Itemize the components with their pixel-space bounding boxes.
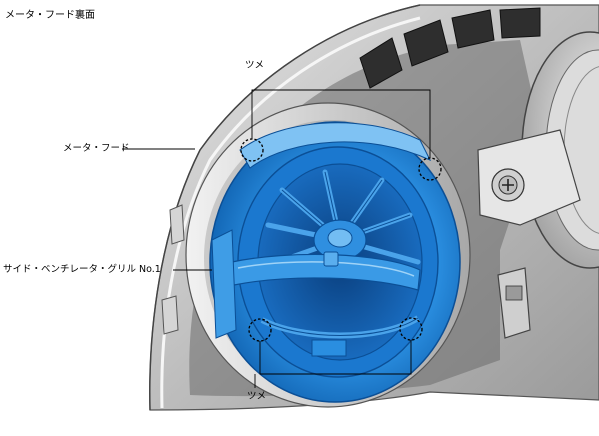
label-meter-hood: メータ・フード [63,143,130,154]
label-side-ventilator-grille: サイド・ベンチレータ・グリル No.1 [3,264,161,275]
leader-lines [122,89,431,388]
leader-claw-top [251,89,431,158]
hood-slots [359,7,541,89]
claw-marker-bottom-left [248,318,272,342]
label-claw-bottom: ツメ [247,391,267,402]
claw-marker-bottom-right [399,317,423,341]
lower-clip [497,267,531,339]
side-ventilator-grille [209,121,461,403]
page-title: メータ・フード裏面 [5,10,95,21]
hood-left-tabs [161,204,185,335]
mounting-bracket [477,129,581,226]
leader-claw-bottom [259,340,412,375]
label-claw-top: ツメ [245,60,265,71]
